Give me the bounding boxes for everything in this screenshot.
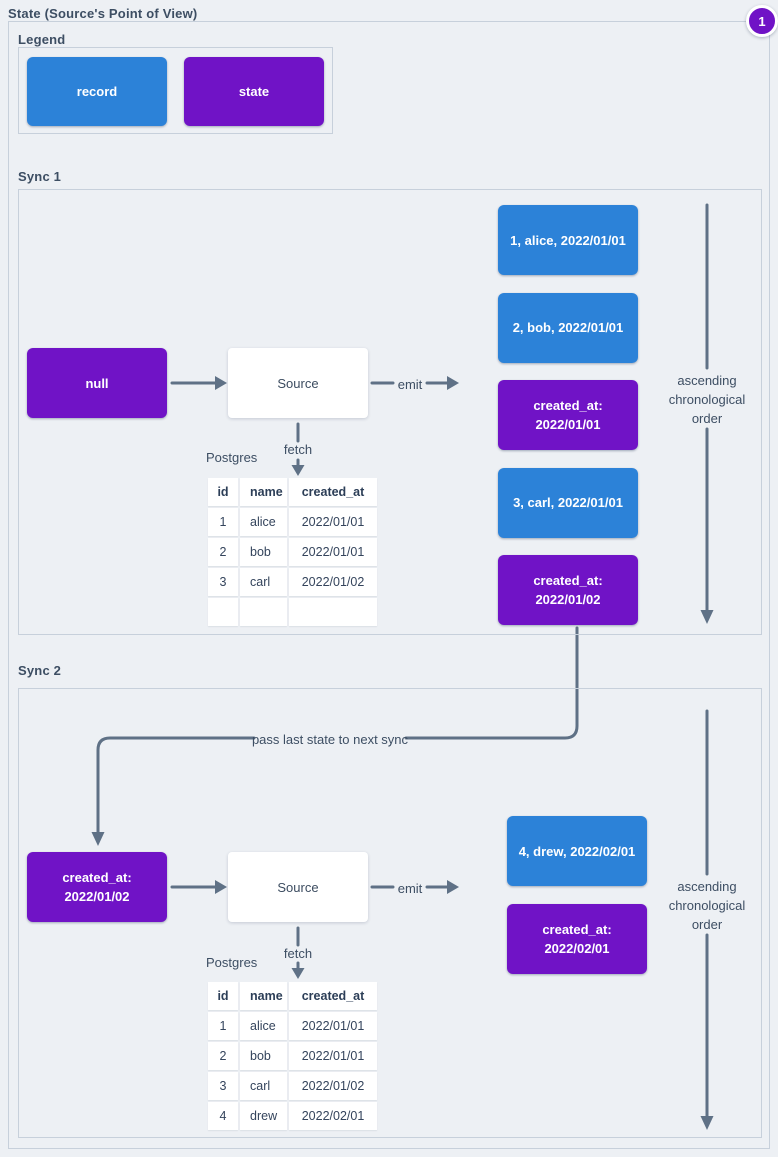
sync1-emitted-stack: 1, alice, 2022/01/01 2, bob, 2022/01/01 cr…	[498, 205, 638, 625]
pass-state-label: pass last state to next sync	[251, 732, 409, 747]
legend-frame	[18, 47, 333, 134]
sync2-emit-label: emit	[397, 881, 423, 896]
legend-state-box: state	[184, 57, 324, 126]
table-cell: 2022/01/01	[289, 1042, 377, 1070]
table-header-cell: created_at	[289, 478, 377, 506]
table-cell	[240, 598, 287, 626]
step-number-badge: 1	[746, 5, 778, 37]
table-cell: 2022/01/02	[289, 1072, 377, 1100]
record-box: 3, carl, 2022/01/01	[498, 467, 638, 538]
sync2-postgres-label: Postgres	[206, 955, 258, 970]
table-cell: 2022/02/01	[289, 1102, 377, 1130]
table-header-cell: created_at	[289, 982, 377, 1010]
outer-frame	[8, 21, 770, 1149]
sync2-emitted-stack: 4, drew, 2022/02/01 created_at:2022/02/01	[507, 816, 647, 974]
table-cell: drew	[240, 1102, 287, 1130]
record-box: 4, drew, 2022/02/01	[507, 816, 647, 886]
sync1-postgres-label: Postgres	[206, 450, 258, 465]
sync2-input-state-box: created_at:2022/01/02	[27, 852, 167, 922]
table-cell: 2022/01/01	[289, 538, 377, 566]
table-header-cell: id	[208, 478, 238, 506]
table-header-cell: name	[240, 982, 287, 1010]
table-cell: 2	[208, 1042, 238, 1070]
sync2-fetch-label: fetch	[283, 946, 313, 961]
table-cell	[208, 598, 238, 626]
table-cell: 3	[208, 568, 238, 596]
table-cell: alice	[240, 508, 287, 536]
sync1-frame	[18, 189, 762, 635]
table-cell: alice	[240, 1012, 287, 1040]
table-cell: 2022/01/02	[289, 568, 377, 596]
state-box: created_at:2022/01/01	[498, 380, 638, 450]
table-cell: 2022/01/01	[289, 1012, 377, 1040]
sync2-source-box: Source	[228, 852, 368, 922]
legend-title: Legend	[18, 32, 66, 47]
record-box: 1, alice, 2022/01/01	[498, 205, 638, 275]
sync1-source-box: Source	[228, 348, 368, 418]
sync1-title: Sync 1	[18, 169, 62, 184]
table-header-cell: id	[208, 982, 238, 1010]
table-cell: 2	[208, 538, 238, 566]
table-cell: 3	[208, 1072, 238, 1100]
sync1-fetch-label: fetch	[283, 442, 313, 457]
table-cell: carl	[240, 568, 287, 596]
state-box: created_at:2022/01/02	[498, 555, 638, 625]
state-box: created_at:2022/02/01	[507, 903, 647, 974]
table-cell: carl	[240, 1072, 287, 1100]
table-cell: 1	[208, 508, 238, 536]
table-cell: bob	[240, 538, 287, 566]
record-box: 2, bob, 2022/01/01	[498, 292, 638, 363]
legend-record-box: record	[27, 57, 167, 126]
table-cell: bob	[240, 1042, 287, 1070]
sync1-input-state-box: null	[27, 348, 167, 418]
table-cell: 1	[208, 1012, 238, 1040]
sync1-emit-label: emit	[397, 377, 423, 392]
sync2-title: Sync 2	[18, 663, 62, 678]
table-header-cell: name	[240, 478, 287, 506]
table-cell: 4	[208, 1102, 238, 1130]
page-title: State (Source's Point of View)	[8, 6, 198, 21]
sync2-frame	[18, 688, 762, 1138]
table-cell: 2022/01/01	[289, 508, 377, 536]
table-cell	[289, 598, 377, 626]
